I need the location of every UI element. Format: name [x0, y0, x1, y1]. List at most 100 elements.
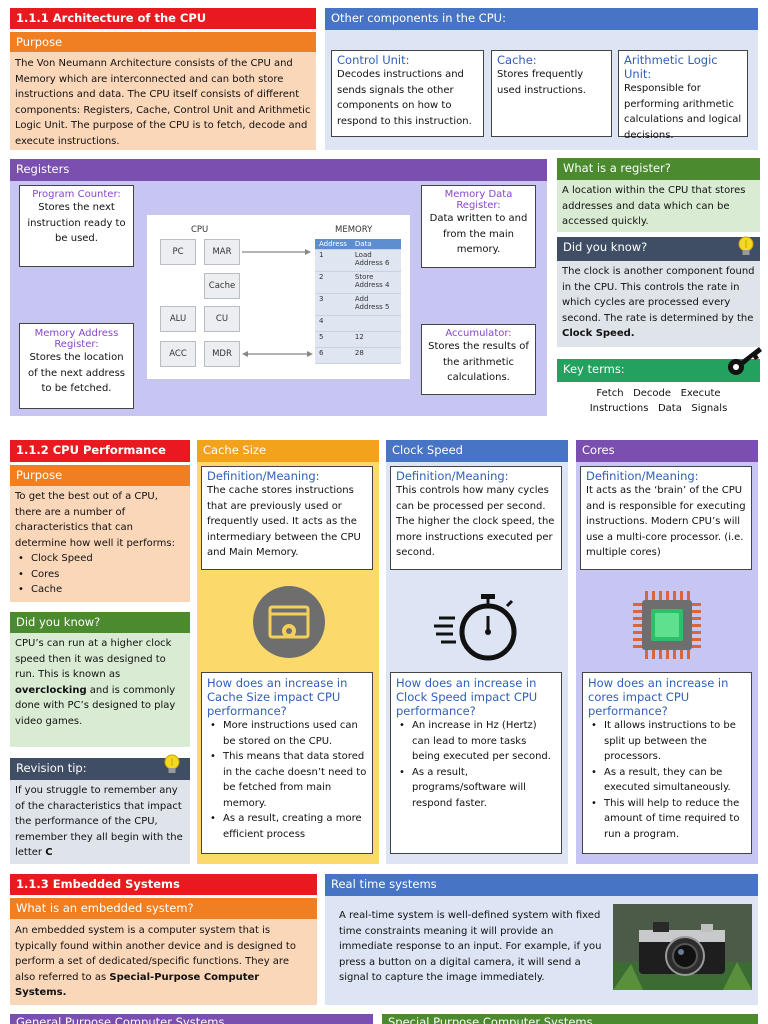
- performance-purpose-text: To get the best out of a CPU, there are …: [15, 491, 175, 549]
- overclock-body-a: CPU’s can run at a higher clock speed th…: [15, 638, 172, 680]
- program-counter-title: Program Counter:: [32, 189, 121, 200]
- list-item: Clock Speed: [15, 551, 185, 567]
- cpu-label: CPU: [191, 225, 209, 235]
- memory-address: 4: [315, 315, 351, 332]
- memory-address: 1: [315, 249, 351, 272]
- lightbulb-icon: [164, 754, 180, 773]
- revision-tip-text: If you struggle to remember any of the c…: [10, 780, 190, 864]
- cache-size-header: Cache Size: [197, 440, 379, 462]
- section-title-embedded: 1.1.3 Embedded Systems: [10, 874, 317, 895]
- diagram-cu: CU: [204, 306, 240, 332]
- alu-title: Arithmetic Logic Unit:: [624, 53, 718, 81]
- embedded-what-text: An embedded system is a computer system …: [10, 919, 317, 1005]
- control-unit-title: Control Unit:: [337, 53, 410, 67]
- memory-address: 2: [315, 271, 351, 294]
- camera-photo: [613, 904, 752, 990]
- accumulator-text: Stores the results of the arithmetic cal…: [428, 341, 529, 383]
- section-title-performance: 1.1.2 CPU Performance: [10, 440, 190, 462]
- general-purpose-header: General Purpose Computer Systems: [10, 1014, 373, 1024]
- cache-impact-box: How does an increase in Cache Size impac…: [201, 672, 373, 854]
- memory-data: Add Address 5: [350, 293, 401, 316]
- clock-definition-box: Definition/Meaning: This controls how ma…: [390, 466, 562, 570]
- list-item: Cache: [15, 582, 185, 598]
- mar-box: Memory Address Register: Stores the loca…: [19, 323, 134, 409]
- diagram-cache: Cache: [204, 273, 240, 299]
- key-terms-header: Key terms:: [557, 359, 760, 382]
- cores-impact-list: It allows instructions to be split up be…: [588, 718, 746, 842]
- cache-impact-list: More instructions used can be stored on …: [207, 718, 367, 842]
- alu-box: Arithmetic Logic Unit: Responsible for p…: [618, 50, 748, 141]
- cores-impact-box: How does an increase in cores impact CPU…: [582, 672, 752, 854]
- purpose-header: Purpose: [10, 32, 316, 52]
- mar-title: Memory Address Register:: [34, 328, 119, 350]
- embedded-what-body: An embedded system is a computer system …: [15, 925, 296, 983]
- program-counter-box: Program Counter: Stores the next instruc…: [19, 185, 134, 267]
- cache-settings-icon: [253, 586, 325, 658]
- list-item: More instructions used can be stored on …: [207, 718, 367, 749]
- what-register-header: What is a register?: [557, 158, 760, 180]
- key-icon: [728, 347, 762, 375]
- clock-speed-header: Clock Speed: [386, 440, 568, 462]
- clock-impact-list: An increase in Hz (Hertz) can lead to mo…: [396, 718, 556, 811]
- other-components-header: Other components in the CPU:: [325, 8, 758, 30]
- memory-row: 4: [315, 315, 401, 332]
- alu-text: Responsible for performing arithmetic ca…: [624, 83, 742, 141]
- mdr-box: Memory Data Register: Data written to an…: [421, 185, 536, 268]
- memory-data: [350, 315, 401, 332]
- von-neumann-diagram: CPU MEMORY PC MAR Cache ALU CU ACC MDR A…: [147, 215, 410, 379]
- did-you-know-body: The clock is another component found in …: [562, 266, 755, 324]
- mdr-title: Memory Data Register:: [444, 189, 513, 211]
- memory-label: MEMORY: [335, 225, 373, 235]
- cache-box: Cache: Stores frequently used instructio…: [491, 50, 612, 137]
- clock-impact-title: How does an increase in Clock Speed impa…: [396, 676, 538, 718]
- list-item: As a result, creating a more efficient p…: [207, 811, 367, 842]
- clock-impact-box: How does an increase in Clock Speed impa…: [390, 672, 562, 854]
- memory-data: Store Address 4: [350, 271, 401, 294]
- cores-definition-title: Definition/Meaning:: [586, 469, 699, 483]
- key-terms-line-1: Fetch Decode Execute: [596, 388, 721, 399]
- cache-definition-box: Definition/Meaning: The cache stores ins…: [201, 466, 373, 570]
- clock-definition-title: Definition/Meaning:: [396, 469, 509, 483]
- section-title-architecture: 1.1.1 Architecture of the CPU: [10, 8, 316, 29]
- memory-address: 6: [315, 347, 351, 364]
- list-item: As a result, programs/software will resp…: [396, 765, 556, 812]
- cache-size-panel: Definition/Meaning: The cache stores ins…: [197, 462, 379, 864]
- did-you-know-header: Did you know?: [557, 237, 760, 261]
- cache-text: Stores frequently used instructions.: [497, 69, 586, 96]
- other-components-panel: Control Unit: Decodes instructions and s…: [325, 30, 758, 150]
- control-unit-text: Decodes instructions and sends signals t…: [337, 69, 472, 127]
- list-item: This will help to reduce the amount of t…: [588, 796, 746, 843]
- memory-address: 5: [315, 331, 351, 348]
- real-time-header: Real time systems: [325, 874, 758, 896]
- diagram-pc: PC: [160, 239, 196, 265]
- cache-definition-text: The cache stores instructions that are p…: [207, 485, 361, 558]
- purpose-text: The Von Neumann Architecture consists of…: [10, 52, 316, 150]
- diagram-acc: ACC: [160, 341, 196, 367]
- list-item: This means that data stored in the cache…: [207, 749, 367, 811]
- diagram-mar: MAR: [204, 239, 240, 265]
- memory-col-data: Data: [350, 239, 401, 250]
- stopwatch-icon: [434, 594, 517, 661]
- performance-purpose-panel: To get the best out of a CPU, there are …: [10, 486, 190, 602]
- list-item: It allows instructions to be split up be…: [588, 718, 746, 765]
- did-you-know-text: The clock is another component found in …: [557, 261, 760, 347]
- memory-data: Load Address 6: [350, 249, 401, 272]
- performance-purpose-header: Purpose: [10, 465, 190, 486]
- revision-tip-header: Revision tip:: [10, 758, 190, 780]
- embedded-what-header: What is an embedded system?: [10, 898, 317, 919]
- overclock-body-b: and is commonly done with PC’s designed …: [15, 684, 176, 727]
- cache-impact-title: How does an increase in Cache Size impac…: [207, 676, 348, 718]
- cores-panel: Definition/Meaning: It acts as the ‘brai…: [576, 462, 758, 864]
- overclocking-bold: overclocking: [15, 684, 87, 696]
- cores-definition-box: Definition/Meaning: It acts as the ‘brai…: [580, 466, 752, 570]
- program-counter-text: Stores the next instruction ready to be …: [27, 202, 126, 244]
- overclock-header: Did you know?: [10, 612, 190, 633]
- diagram-alu: ALU: [160, 306, 196, 332]
- cpu-chip-icon: [633, 591, 701, 659]
- special-purpose-header: Special Purpose Computer Systems: [382, 1014, 758, 1024]
